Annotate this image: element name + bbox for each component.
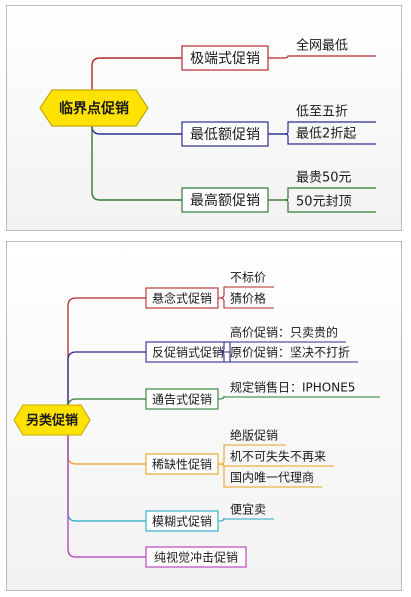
branch-connector	[67, 428, 146, 558]
leaf-label: 不标价	[230, 271, 266, 285]
root-label: 临界点促销	[59, 100, 129, 117]
mindmap-alternative: 悬念式促销 不标价猜价格反促销式促销高价促销：只卖贵的原价促销：坚决不打折通告式促…	[13, 271, 380, 568]
branch-node	[181, 45, 269, 71]
leaf-label: 规定销售日：IPHONE5	[230, 380, 355, 395]
leaf-label: 最贵50元	[296, 171, 352, 186]
branch-connector	[67, 297, 146, 412]
leaf-label: 便宜卖	[230, 502, 266, 517]
branch-node	[145, 546, 247, 568]
leaf-label: 高价促销：只卖贵的	[230, 325, 338, 340]
branch-connector	[91, 114, 182, 201]
leaf-connector	[268, 55, 376, 59]
leaf-label: 国内唯一代理商	[230, 470, 314, 485]
leaf-connector	[218, 395, 380, 400]
root-node	[39, 89, 149, 127]
leaf-connector	[218, 517, 274, 522]
leaf-connector	[218, 463, 322, 488]
leaf-label: 全网最低	[296, 38, 348, 54]
branch-label: 模糊式促销	[152, 514, 212, 529]
leaf-label: 机不可失失不再来	[230, 449, 326, 464]
branch-label: 反促销式促销	[152, 346, 224, 360]
leaf-connector	[219, 351, 358, 363]
branch-label: 最低额促销	[190, 127, 260, 143]
leaf-connector	[218, 463, 334, 468]
leaf-label: 最低2折起	[296, 127, 356, 142]
branch-connector	[67, 351, 146, 412]
leaf-label: 绝版促销	[230, 428, 278, 443]
branch-label: 稀缺性促销	[152, 457, 212, 472]
leaf-connector	[218, 297, 274, 309]
leaf-label: 低至五折	[296, 105, 348, 120]
branch-label: 悬念式促销	[152, 291, 212, 306]
branch-label: 极端式促销	[190, 51, 260, 67]
branch-label: 通告式促销	[152, 393, 212, 407]
branch-label: 纯视觉冲击促销	[154, 550, 238, 565]
leaf-label: 猜价格	[230, 291, 266, 306]
leaf-label: 原价促销：坚决不打折	[230, 345, 350, 360]
leaf-connector	[268, 133, 376, 145]
leaf-connector	[268, 199, 376, 213]
branch-connector	[67, 428, 146, 522]
branch-connector	[91, 57, 182, 102]
root-label: 另类促销	[26, 413, 78, 429]
leaf-label: 50元封顶	[296, 195, 352, 210]
root-node	[13, 404, 91, 436]
branch-label: 最高额促销	[190, 192, 260, 209]
branch-node	[181, 121, 269, 147]
